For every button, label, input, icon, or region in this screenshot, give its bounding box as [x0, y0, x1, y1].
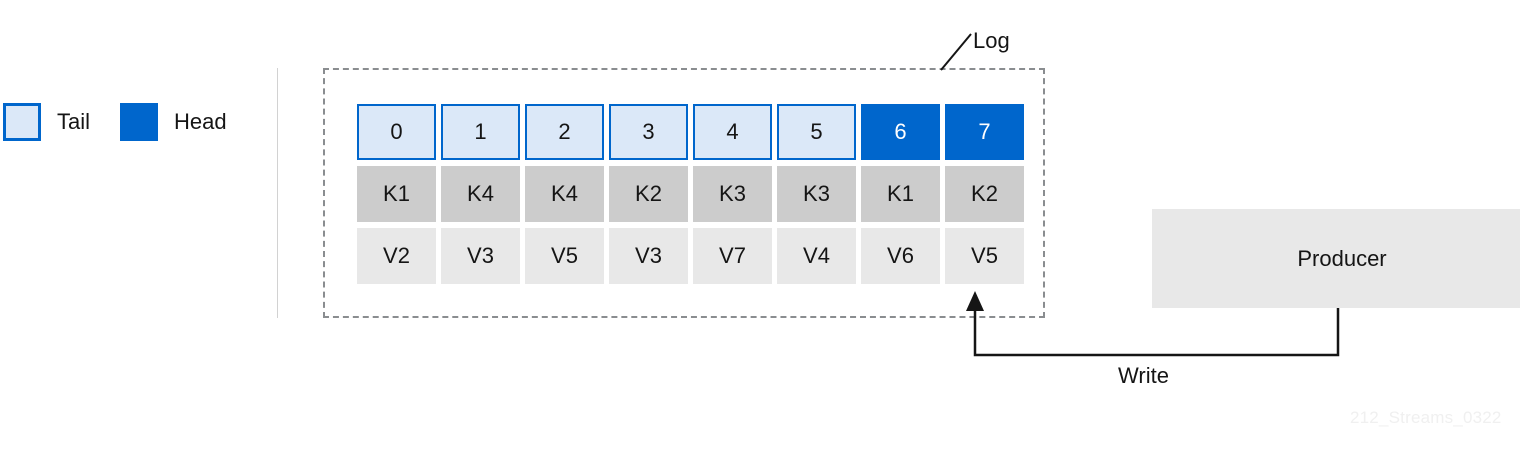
log-key-cell: K2	[945, 166, 1024, 222]
log-value-cell: V6	[861, 228, 940, 284]
write-label: Write	[1118, 363, 1169, 388]
log-offset-cell[interactable]: 4	[693, 104, 772, 160]
log-offset-cell[interactable]: 7	[945, 104, 1024, 160]
log-key-cell: K4	[441, 166, 520, 222]
log-offset-cell[interactable]: 0	[357, 104, 436, 160]
log-value-cell: V3	[441, 228, 520, 284]
log-offset-cell[interactable]: 2	[525, 104, 604, 160]
legend-item-tail: Tail	[3, 103, 90, 141]
legend-item-head: Head	[120, 103, 227, 141]
log-value-cell: V2	[357, 228, 436, 284]
write-connector-arrow-icon	[966, 291, 1340, 357]
log-leader-line-icon	[940, 33, 972, 71]
log-offset-cell[interactable]: 5	[777, 104, 856, 160]
legend-label-head: Head	[174, 109, 227, 134]
log-value-cell: V5	[525, 228, 604, 284]
log-key-cell: K3	[693, 166, 772, 222]
log-offset-cell[interactable]: 6	[861, 104, 940, 160]
log-key-cell: K4	[525, 166, 604, 222]
log-key-cell: K2	[609, 166, 688, 222]
log-offset-cell[interactable]: 3	[609, 104, 688, 160]
log-value-cell: V5	[945, 228, 1024, 284]
section-divider	[277, 68, 278, 318]
legend-label-tail: Tail	[57, 109, 91, 134]
log-value-cell: V4	[777, 228, 856, 284]
log-label: Log	[973, 28, 1010, 53]
producer-label: Producer	[1297, 245, 1387, 271]
log-boundary-box	[323, 68, 1045, 318]
log-key-cell: K1	[357, 166, 436, 222]
log-record-grid: 0 1 2 3 4 5 6 7 K1 K4 K4 K2 K3 K3 K1 K2 …	[357, 104, 1024, 284]
head-swatch-icon	[120, 103, 158, 141]
log-key-cell: K1	[861, 166, 940, 222]
tail-swatch-icon	[3, 103, 41, 141]
watermark-text: 212_Streams_0322	[1350, 408, 1502, 427]
log-value-cell: V3	[609, 228, 688, 284]
log-offset-cell[interactable]: 1	[441, 104, 520, 160]
log-key-cell: K3	[777, 166, 856, 222]
log-value-cell: V7	[693, 228, 772, 284]
